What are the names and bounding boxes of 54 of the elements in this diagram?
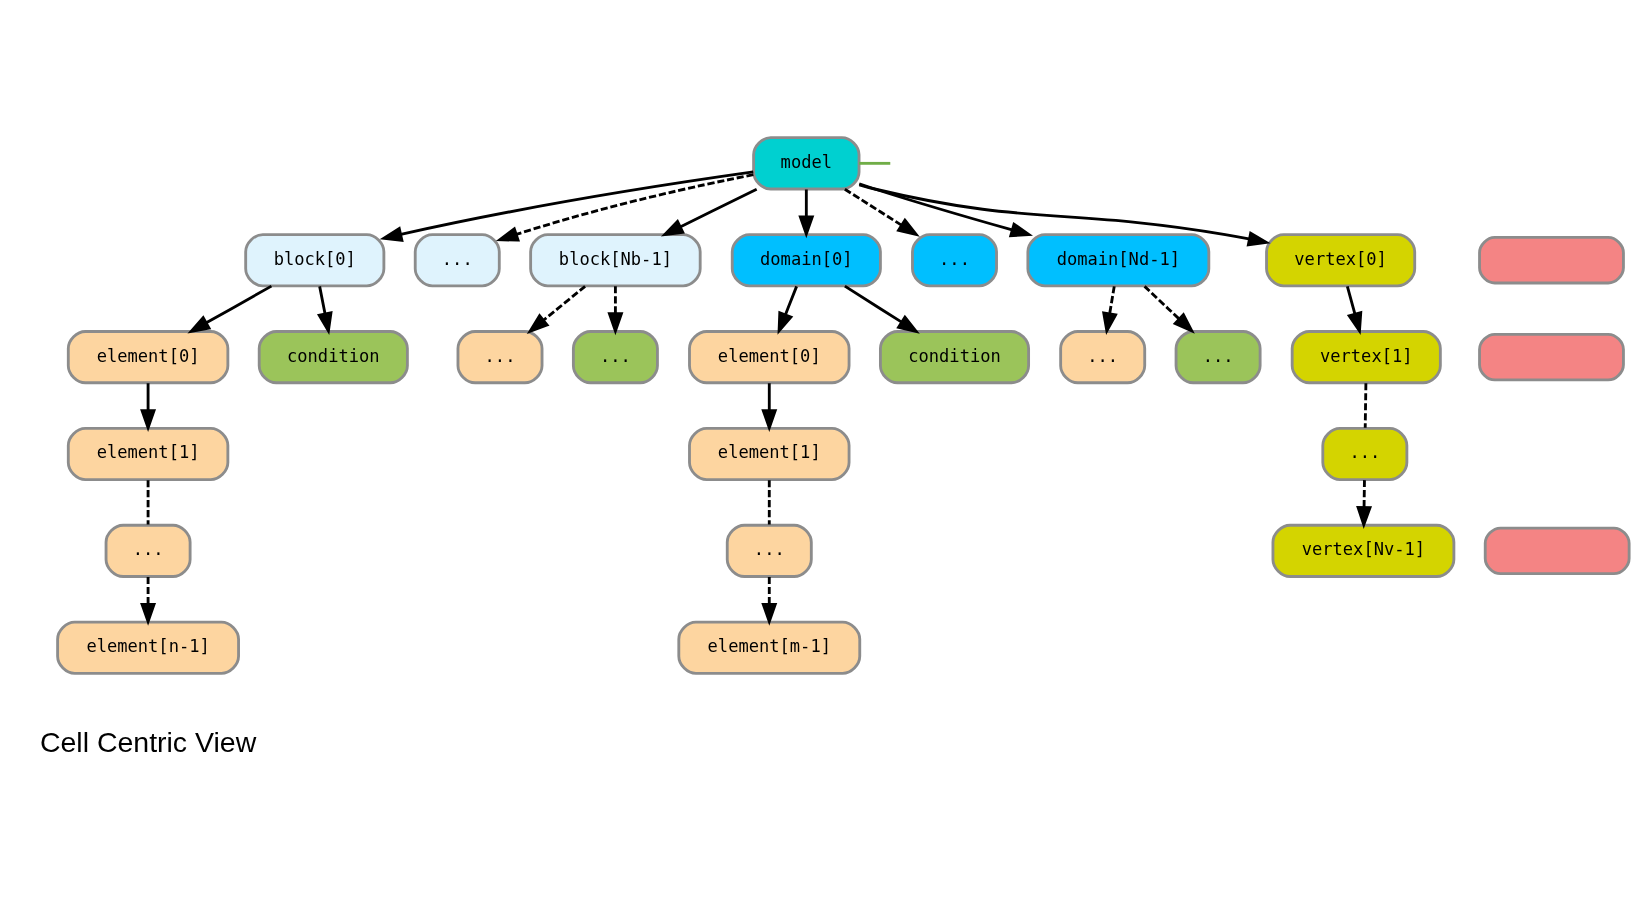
arrow: [844, 188, 920, 237]
arrow: [140, 577, 157, 626]
arrow: [761, 383, 778, 433]
node-box: element[1]: [66, 426, 230, 482]
node-box: [1478, 332, 1625, 382]
node-box: element[m-1]: [677, 620, 862, 675]
node-box: element[1]: [688, 426, 851, 482]
arrow: [660, 187, 758, 237]
node-box: condition: [257, 330, 409, 385]
node-box: ...: [413, 233, 501, 288]
connector: [1363, 383, 1368, 428]
arrow: [526, 285, 586, 334]
label: Cell Centric View: [39, 725, 257, 758]
node-box: element[0]: [66, 330, 230, 385]
arrow: [495, 173, 754, 242]
node-box: condition: [879, 330, 1030, 385]
arrow: [858, 182, 1033, 238]
arrow: [187, 284, 273, 334]
connector: [767, 480, 771, 525]
arrow: [379, 170, 754, 242]
arrow: [798, 189, 815, 239]
node-box: vertex[0]: [1265, 233, 1417, 288]
arrow: [1356, 480, 1373, 529]
arrow: [1143, 285, 1195, 334]
connector: [859, 161, 891, 165]
node-box: [1483, 526, 1631, 576]
node-box: ...: [1174, 330, 1262, 385]
node-box: ...: [911, 233, 998, 288]
arrow: [859, 183, 1271, 247]
arrow: [140, 383, 157, 433]
node-box: ...: [1321, 426, 1409, 482]
connector: [146, 480, 150, 525]
node-box: element[n-1]: [56, 620, 240, 675]
node-box: [1478, 236, 1625, 285]
arrow: [1346, 286, 1363, 335]
arrow: [1102, 286, 1118, 336]
node-box: ...: [725, 523, 813, 578]
node-box: vertex[1]: [1290, 330, 1442, 385]
node-box: ...: [571, 330, 659, 385]
node-box: domain[Nd-1]: [1026, 233, 1211, 288]
node-box: domain[0]: [730, 233, 882, 288]
arrow: [316, 286, 333, 336]
arrow: [761, 577, 778, 626]
node-box: ...: [104, 523, 192, 578]
node-box: ...: [1059, 330, 1147, 385]
node-box: element[0]: [688, 330, 851, 385]
arrow: [777, 285, 798, 335]
arrow: [844, 284, 920, 334]
node-box: vertex[Nv-1]: [1271, 523, 1456, 578]
node-box: block[0]: [244, 233, 386, 288]
node-box: block[Nb-1]: [529, 233, 702, 288]
node-box: ...: [456, 330, 544, 385]
node-box: model: [752, 136, 861, 191]
arrow: [607, 286, 624, 336]
